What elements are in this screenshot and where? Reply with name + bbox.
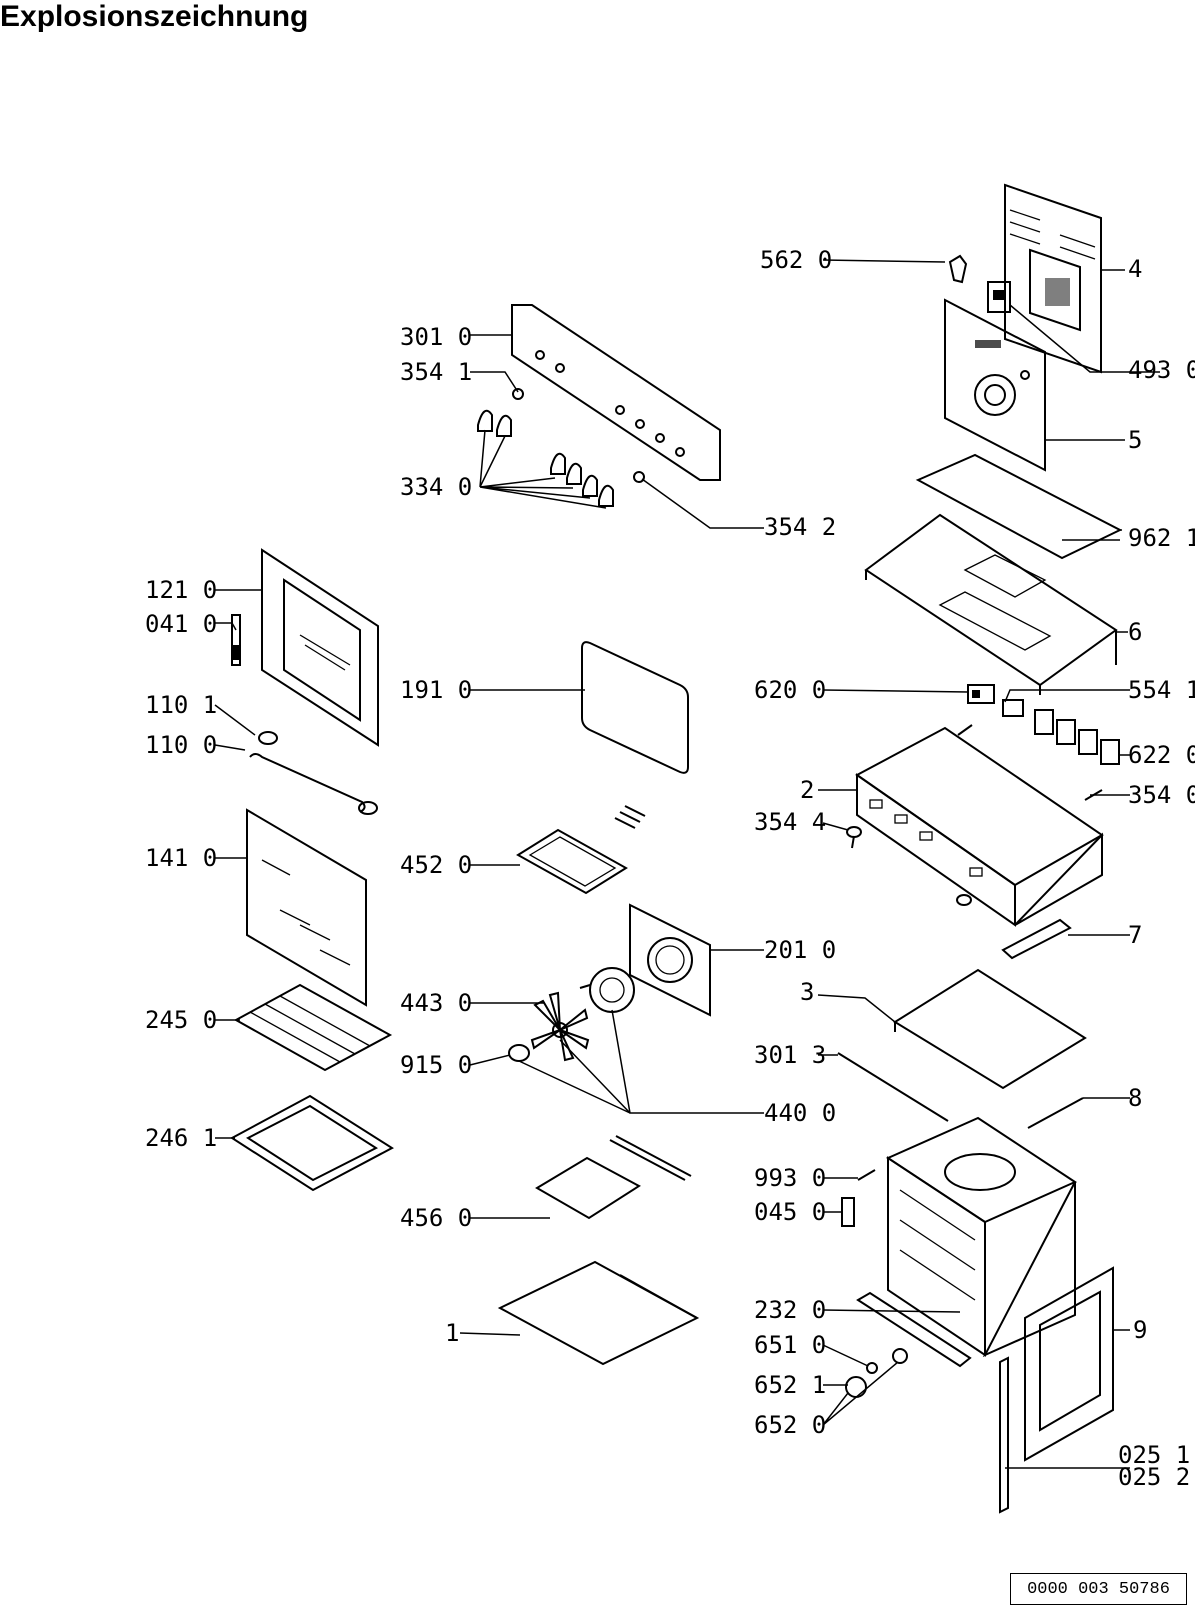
callout-3544: 354 4 — [754, 808, 826, 836]
document-number: 0000 003 50786 — [1010, 1573, 1187, 1605]
part-nut — [508, 1044, 530, 1062]
part-door-inner — [1024, 1266, 1114, 1462]
callout-2461: 246 1 — [145, 1124, 217, 1152]
part-insulation-sheet — [915, 453, 1123, 560]
part-clip-5620 — [948, 254, 968, 284]
callout-0450: 045 0 — [754, 1198, 826, 1226]
callout-6510: 651 0 — [754, 1331, 826, 1359]
callout-2010: 201 0 — [764, 936, 836, 964]
part-door-frame — [261, 548, 379, 747]
callout-9621: 962 1 — [1128, 524, 1195, 552]
part-fan-motor — [579, 967, 635, 1013]
part-back-plate — [944, 298, 1046, 472]
callout-3: 3 — [800, 978, 814, 1006]
callout-6: 6 — [1128, 618, 1142, 646]
part-control-tray — [855, 726, 1104, 927]
part-screw-3544 — [846, 826, 972, 906]
callout-4: 4 — [1128, 255, 1142, 283]
callout-3542: 354 2 — [764, 513, 836, 541]
callout-3541: 354 1 — [400, 358, 472, 386]
callout-4930: 493 0 — [1128, 356, 1195, 384]
callout-6521: 652 1 — [754, 1371, 826, 1399]
part-guide-plate — [893, 968, 1087, 1090]
callout-6200: 620 0 — [754, 676, 826, 704]
part-lamp — [845, 1348, 908, 1398]
part-lower-element — [535, 1135, 692, 1220]
callout-labels: 562 0 4 493 0 301 0 354 1 5 334 0 354 2 … — [145, 246, 1195, 1491]
callout-1910: 191 0 — [400, 676, 472, 704]
part-block-4930 — [987, 281, 1011, 313]
callout-1410: 141 0 — [145, 844, 217, 872]
part-bottom-plate — [497, 1260, 700, 1366]
part-top-cover — [864, 513, 1118, 695]
callout-5620: 562 0 — [760, 246, 832, 274]
callout-1210: 121 0 — [145, 576, 217, 604]
part-door-handle — [249, 731, 378, 815]
part-grid-shelf — [233, 983, 393, 1072]
part-hinge — [231, 614, 241, 666]
callout-6520: 652 0 — [754, 1411, 826, 1439]
callout-4430: 443 0 — [400, 989, 472, 1017]
callout-7: 7 — [1128, 921, 1142, 949]
part-bracket-7 — [1001, 918, 1072, 960]
callout-9930: 993 0 — [754, 1164, 826, 1192]
callout-3540: 354 0 — [1128, 781, 1195, 809]
part-control-panel — [511, 304, 721, 481]
callout-5: 5 — [1128, 426, 1142, 454]
callout-4400: 440 0 — [764, 1099, 836, 1127]
callout-2450: 245 0 — [145, 1006, 217, 1034]
part-baking-tray — [230, 1094, 394, 1192]
callout-9150: 915 0 — [400, 1051, 472, 1079]
callout-9: 9 — [1133, 1316, 1147, 1344]
callout-1: 1 — [445, 1319, 459, 1347]
part-terminal-block — [957, 684, 1120, 801]
callout-4560: 456 0 — [400, 1204, 472, 1232]
callout-1100: 110 0 — [145, 731, 217, 759]
callout-0252: 025 2 — [1118, 1463, 1190, 1491]
callout-6220: 622 0 — [1128, 741, 1195, 769]
leader-lines — [214, 259, 1160, 1469]
page-title: Explosionszeichnung — [0, 0, 309, 33]
callout-0410: 041 0 — [145, 610, 217, 638]
part-door-glass — [246, 808, 367, 1007]
callout-3010: 301 0 — [400, 323, 472, 351]
callout-2320: 232 0 — [754, 1296, 826, 1324]
part-fan-cover — [629, 903, 711, 1017]
part-knobs — [477, 388, 645, 507]
callout-2: 2 — [800, 776, 814, 804]
part-strip-3013 — [837, 1052, 949, 1122]
callout-3340: 334 0 — [400, 473, 472, 501]
part-rear-panel — [1004, 183, 1102, 374]
part-rod-8 — [1027, 1097, 1084, 1129]
callout-3013: 301 3 — [754, 1041, 826, 1069]
callout-1101: 110 1 — [145, 691, 217, 719]
part-side-trim — [999, 1356, 1009, 1514]
part-oven-cavity — [885, 1116, 1078, 1358]
callout-5541: 554 1 — [1128, 676, 1195, 704]
callout-8: 8 — [1128, 1084, 1142, 1112]
part-grill-element — [516, 805, 646, 895]
callout-0251: 025 1 — [1118, 1441, 1190, 1469]
part-door-gasket — [581, 641, 689, 774]
part-bottom-rail — [856, 1291, 972, 1368]
callout-4520: 452 0 — [400, 851, 472, 879]
